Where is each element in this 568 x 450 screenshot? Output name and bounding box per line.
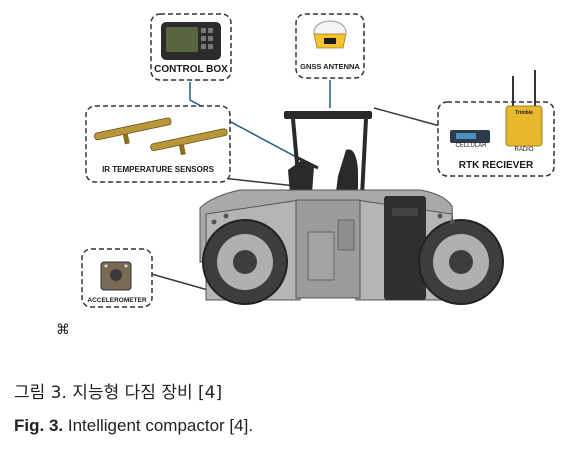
caption-korean: 그림 3. 지능형 다짐 장비 [4]: [14, 383, 223, 403]
compactor-figure: CONTROL BOX GNSS ANTENNA IR TEMPERATURE …: [81, 13, 555, 308]
rtk-leader: [373, 107, 441, 127]
compactor-diagram: [81, 13, 555, 308]
control-box-device: [161, 22, 221, 60]
caption-text: Intelligent compactor [4].: [63, 416, 254, 435]
accelerometer-device: [100, 261, 132, 291]
control-box-label: CONTROL BOX: [154, 64, 228, 75]
radio-device: [505, 70, 543, 147]
control-box-leader: [189, 82, 299, 159]
accelerometer-label: ACCELEROMETER: [87, 297, 147, 304]
cellular-label: CELLULAR: [455, 143, 487, 149]
caption-figure-number: Fig. 3.: [14, 416, 64, 435]
radio-label: RADIO: [514, 147, 534, 153]
ir-sensors-device: [94, 117, 228, 156]
ir-sensors-label: IR TEMPERATURE SENSORS: [102, 165, 214, 174]
ir-leader: [221, 177, 297, 187]
caption-english: Fig. 3. Intelligent compactor [4].: [14, 416, 253, 436]
radio-brand-label: Trimble: [515, 110, 533, 116]
cellular-modem-device: [450, 130, 490, 143]
gnss-antenna-device: [313, 20, 347, 49]
gnss-antenna-label: GNSS ANTENNA: [300, 62, 360, 71]
command-symbol: ⌘: [56, 322, 70, 338]
accel-leader: [147, 272, 216, 293]
rtk-receiver-label: RTK RECIEVER: [458, 160, 534, 171]
compactor-roller: [199, 111, 504, 305]
